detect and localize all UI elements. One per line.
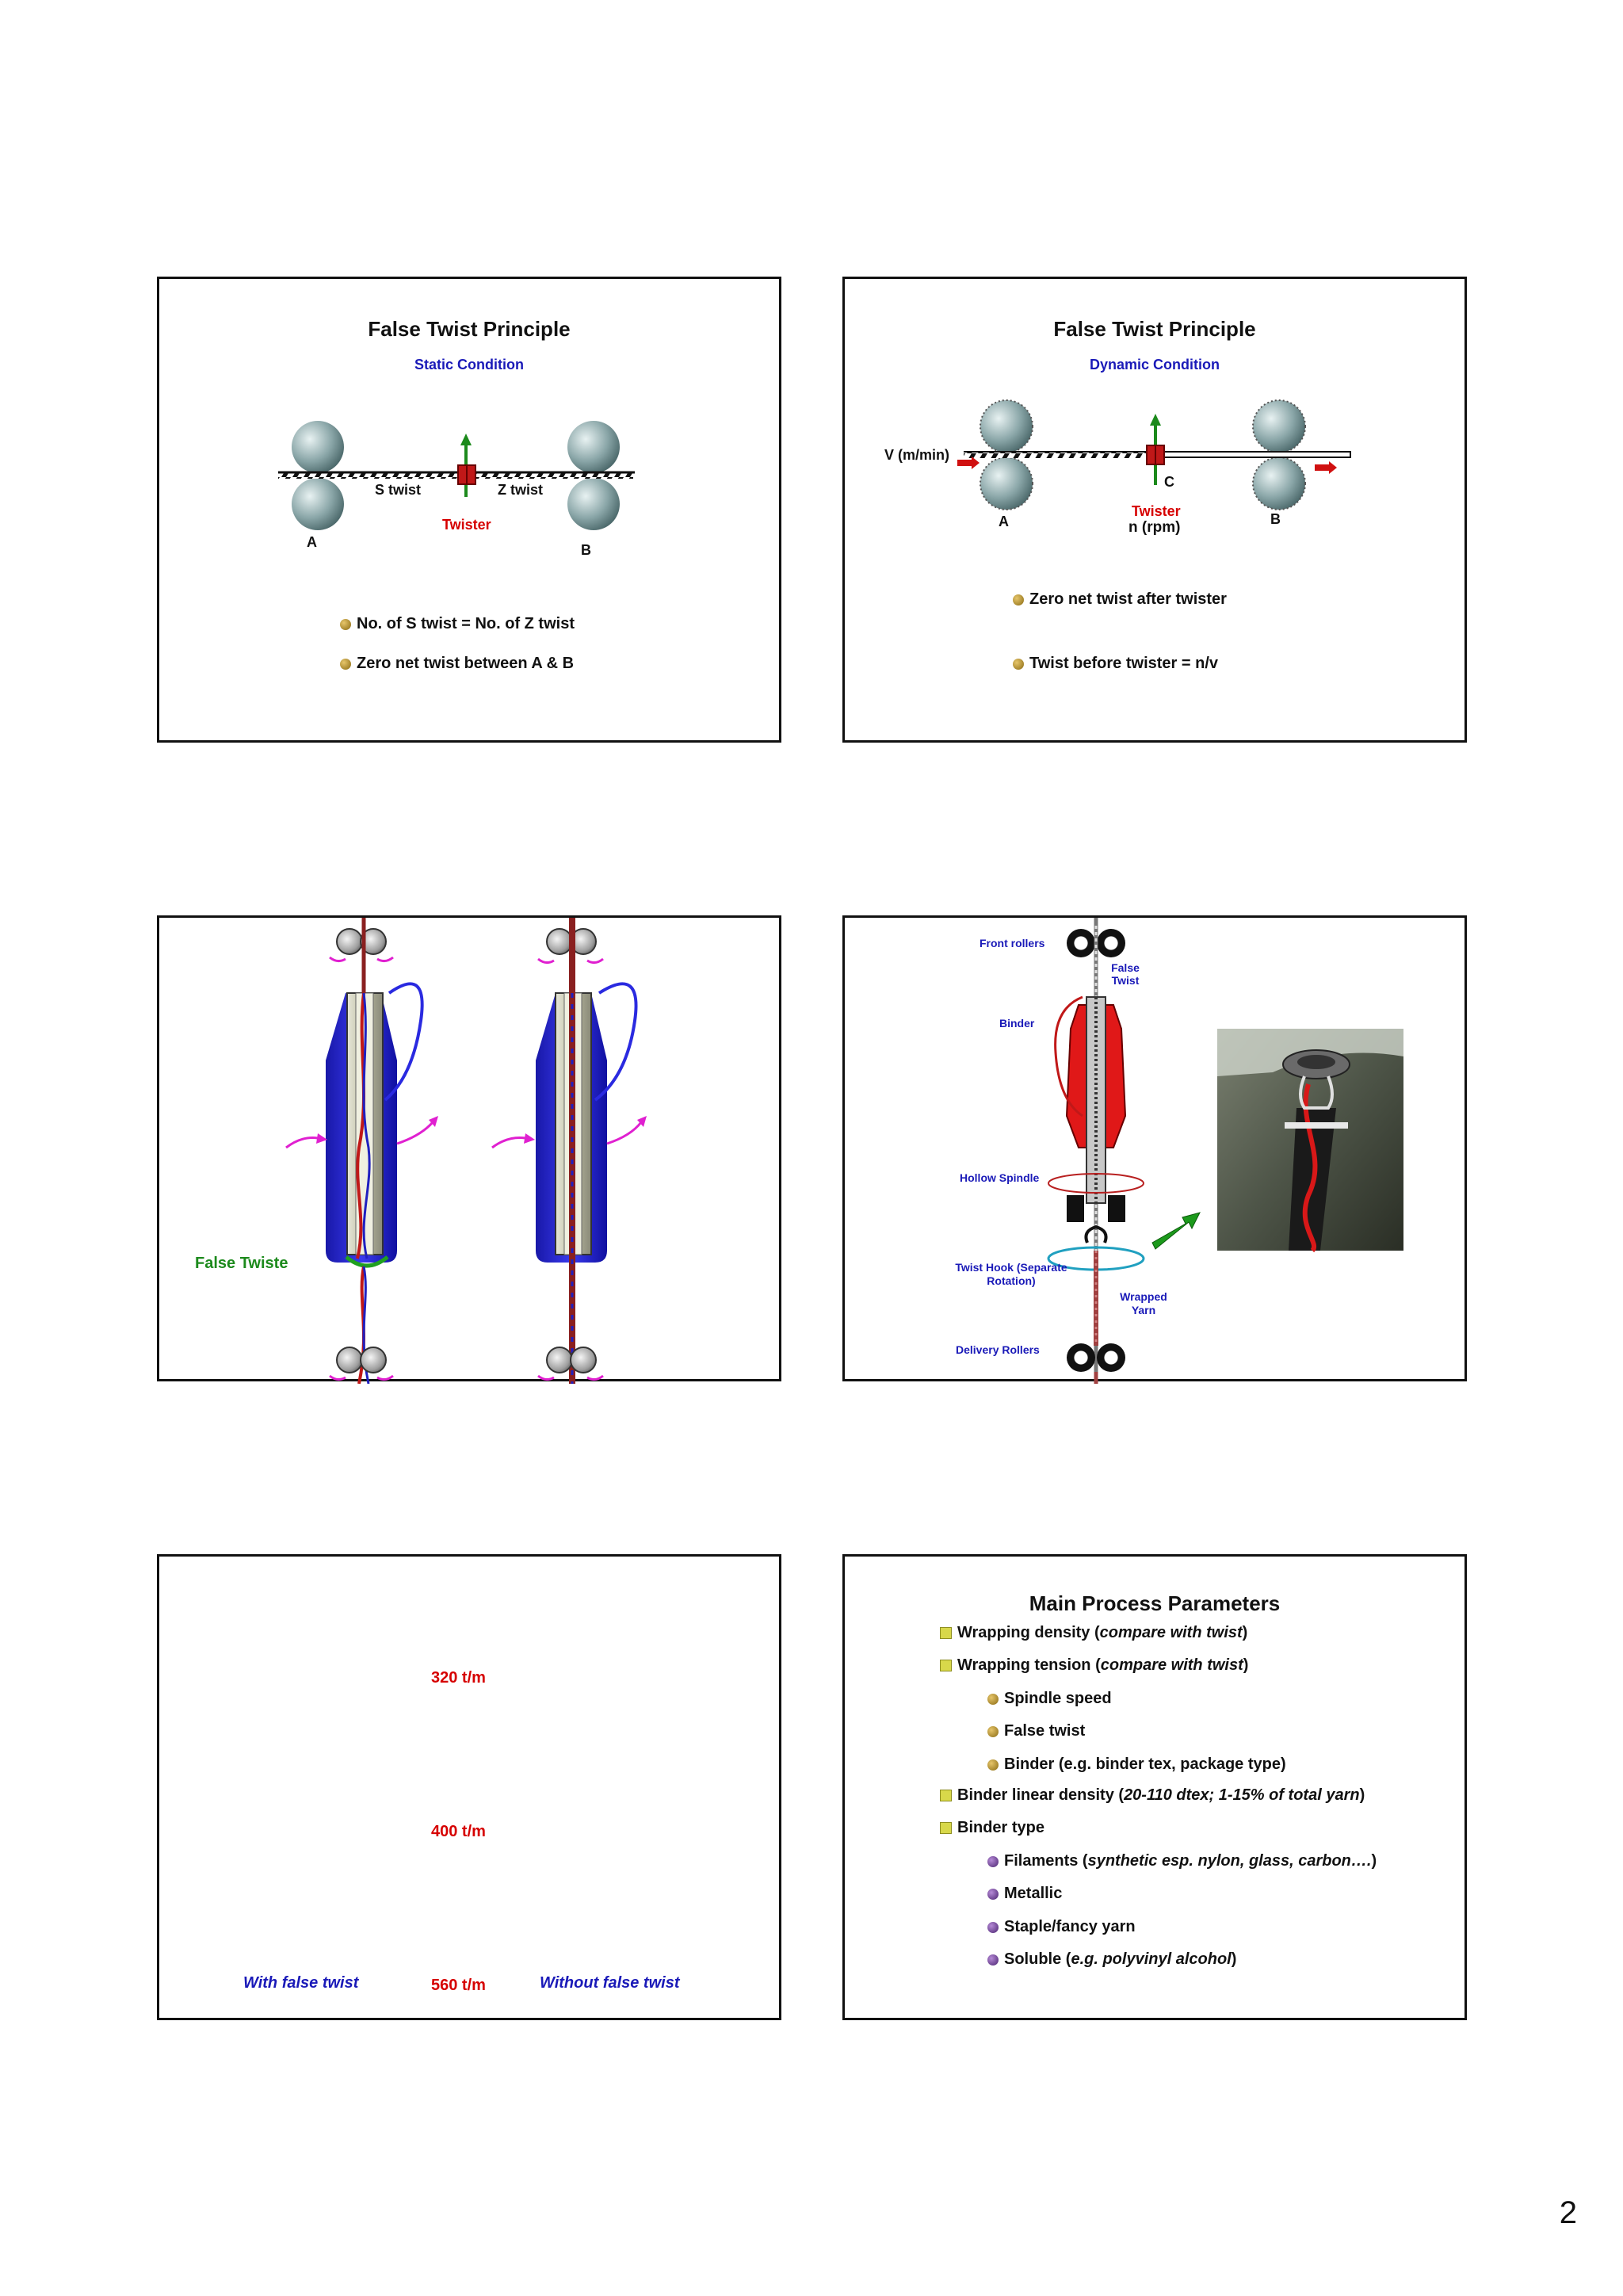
param-wrapping-density: Wrapping density (compare with twist) <box>940 1624 1247 1642</box>
binder-label: Binder <box>999 1017 1035 1030</box>
twister-label: Twister <box>442 517 491 533</box>
point-c-label: C <box>1164 474 1174 490</box>
bullet-dot-icon <box>987 1954 999 1966</box>
param-spindle-speed: Spindle speed <box>987 1690 1112 1708</box>
bullet-dot-icon <box>987 1888 999 1900</box>
bullet-dot-icon <box>987 1759 999 1771</box>
bullet-dot-icon <box>987 1921 999 1933</box>
static-twist-diagram <box>278 421 635 530</box>
roller-b-bottom <box>1252 457 1306 510</box>
twist-value-320: 320 t/m <box>431 1669 486 1687</box>
front-roller-right <box>1097 929 1125 957</box>
z-twist-label: Z twist <box>498 482 543 498</box>
with-false-twist-label: With false twist <box>243 1974 359 1992</box>
roller-a-top <box>292 421 344 473</box>
roller-b-label: B <box>1270 511 1281 527</box>
square-bullet-icon <box>940 1822 952 1834</box>
false-twist-label: False Twist <box>1111 961 1140 987</box>
bullet-dot-icon <box>340 618 351 630</box>
square-bullet-icon <box>940 1790 952 1801</box>
rpm-label: n (rpm) <box>1128 519 1181 536</box>
roller-b-top <box>1252 399 1306 453</box>
front-roller-left <box>1067 929 1095 957</box>
bullet-1: No. of S twist = No. of Z twist <box>340 615 575 633</box>
bullet-dot-icon <box>1013 594 1024 606</box>
slide-title: False Twist Principle <box>1053 317 1256 341</box>
s-twist-label: S twist <box>375 482 422 498</box>
param-filaments: Filaments (synthetic esp. nylon, glass, … <box>987 1852 1377 1870</box>
param-staple-fancy-yarn: Staple/fancy yarn <box>987 1918 1136 1936</box>
wrap-spinning-drawing <box>1047 918 1403 1384</box>
slide-dynamic-condition: False Twist Principle Dynamic Condition <box>842 277 1467 743</box>
wrapped-yarn-label: Wrapped Yarn <box>1120 1290 1167 1316</box>
roller-a-bottom <box>292 478 344 530</box>
yarn-line-twisted <box>964 452 1154 458</box>
slide-title: False Twist Principle <box>368 317 571 341</box>
delivery-roller-right <box>1097 1343 1125 1372</box>
param-binder-linear-density: Binder linear density (20-110 dtex; 1-15… <box>940 1786 1365 1805</box>
spindle-without-false-twist <box>491 918 647 1384</box>
bullet-dot-icon <box>987 1693 999 1705</box>
square-bullet-icon <box>940 1627 952 1639</box>
output-arrow-icon <box>1315 461 1337 474</box>
yarn-line-straight <box>1153 451 1351 458</box>
delivery-rollers-label: Delivery Rollers <box>956 1343 1040 1356</box>
slide-hollow-spindle-illustration: False Twiste <box>157 915 781 1384</box>
slide-wrap-spinning-diagram: Front rollers False Twist Binder Hollow … <box>842 915 1467 1384</box>
delivery-roller-left <box>1067 1343 1095 1372</box>
velocity-label: V (m/min) <box>884 447 950 463</box>
square-bullet-icon <box>940 1660 952 1671</box>
bullet-dot-icon <box>987 1725 999 1737</box>
twist-value-400: 400 t/m <box>431 1823 486 1840</box>
dynamic-twist-diagram <box>957 399 1351 510</box>
roller-a-label: A <box>307 534 317 550</box>
twist-hook-label: Twist Hook (Separate Rotation) <box>955 1261 1067 1287</box>
param-binder: Binder (e.g. binder tex, package type) <box>987 1755 1286 1774</box>
green-arrow-icon <box>1151 1212 1201 1250</box>
hollow-spindle-drawing <box>285 918 647 1384</box>
spindle-with-false-twist <box>285 918 438 1384</box>
front-rollers-label: Front rollers <box>980 937 1045 949</box>
roller-b-top <box>567 421 620 473</box>
page-number: 2 <box>1559 2195 1577 2230</box>
false-twist-label: False Twiste <box>195 1255 288 1272</box>
slide-twist-comparison: 320 t/m 400 t/m 560 t/m With false twist… <box>157 1554 781 2020</box>
param-binder-type: Binder type <box>940 1819 1044 1837</box>
bullet-1: Zero net twist after twister <box>1013 590 1227 609</box>
slide-title: Main Process Parameters <box>1029 1591 1281 1615</box>
bullet-2: Zero net twist between A & B <box>340 655 574 673</box>
roller-b-label: B <box>581 542 591 558</box>
slide-subtitle: Dynamic Condition <box>1089 357 1220 372</box>
spindle-base-right <box>1108 1195 1125 1222</box>
bullet-2: Twist before twister = n/v <box>1013 655 1218 673</box>
roller-b-bottom <box>567 478 620 530</box>
roller-a-top <box>980 399 1033 453</box>
param-wrapping-tension: Wrapping tension (compare with twist) <box>940 1656 1248 1675</box>
bullet-dot-icon <box>987 1855 999 1867</box>
param-soluble: Soluble (e.g. polyvinyl alcohol) <box>987 1950 1236 1969</box>
hollow-spindle-label: Hollow Spindle <box>960 1171 1040 1184</box>
bullet-dot-icon <box>1013 658 1024 670</box>
without-false-twist-label: Without false twist <box>540 1974 680 1992</box>
twist-hook-photo <box>1217 1029 1403 1253</box>
param-false-twist: False twist <box>987 1722 1085 1740</box>
twist-value-560: 560 t/m <box>431 1977 486 1994</box>
yarn-line <box>278 472 633 479</box>
bullet-dot-icon <box>340 658 351 670</box>
spindle-base-left <box>1067 1195 1084 1222</box>
twister-label: Twister <box>1132 503 1181 519</box>
slide-subtitle: Static Condition <box>414 357 524 372</box>
slide-static-condition: False Twist Principle Static Condition S… <box>157 277 781 743</box>
input-arrow-icon <box>957 457 980 469</box>
slide-main-process-parameters: Main Process Parameters Wrapping density… <box>842 1554 1467 2020</box>
param-metallic: Metallic <box>987 1885 1062 1903</box>
roller-a-bottom <box>980 457 1033 510</box>
roller-a-label: A <box>999 514 1009 529</box>
